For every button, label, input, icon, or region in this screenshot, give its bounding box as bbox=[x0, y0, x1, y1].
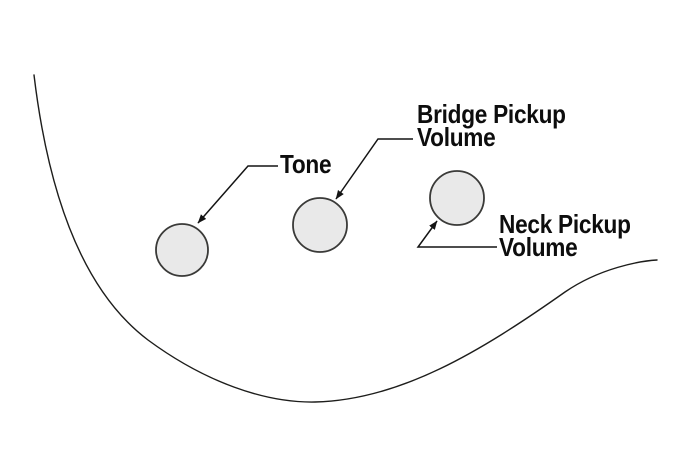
neck-pickup-volume-label-line2: Volume bbox=[499, 232, 578, 262]
tone-leader-line bbox=[197, 165, 278, 224]
bridge-pickup-volume-leader-line bbox=[335, 138, 413, 200]
bridge-pickup-volume-knob bbox=[292, 197, 348, 253]
neck-pickup-volume-leader-line bbox=[416, 220, 497, 248]
neck-pickup-volume-label: Neck Pickup Volume bbox=[499, 209, 631, 262]
bridge-pickup-volume-label: Bridge Pickup Volume bbox=[417, 99, 566, 152]
bridge-pickup-volume-label-line1: Bridge Pickup bbox=[417, 99, 566, 129]
tone-label: Tone bbox=[280, 149, 332, 179]
neck-pickup-volume-knob bbox=[429, 170, 485, 226]
tone-knob bbox=[155, 223, 209, 277]
tone-label-text: Tone bbox=[280, 149, 332, 179]
neck-pickup-volume-label-line1: Neck Pickup bbox=[499, 209, 631, 239]
bridge-pickup-volume-label-line2: Volume bbox=[417, 122, 496, 152]
guitar-body-outline bbox=[33, 74, 658, 403]
